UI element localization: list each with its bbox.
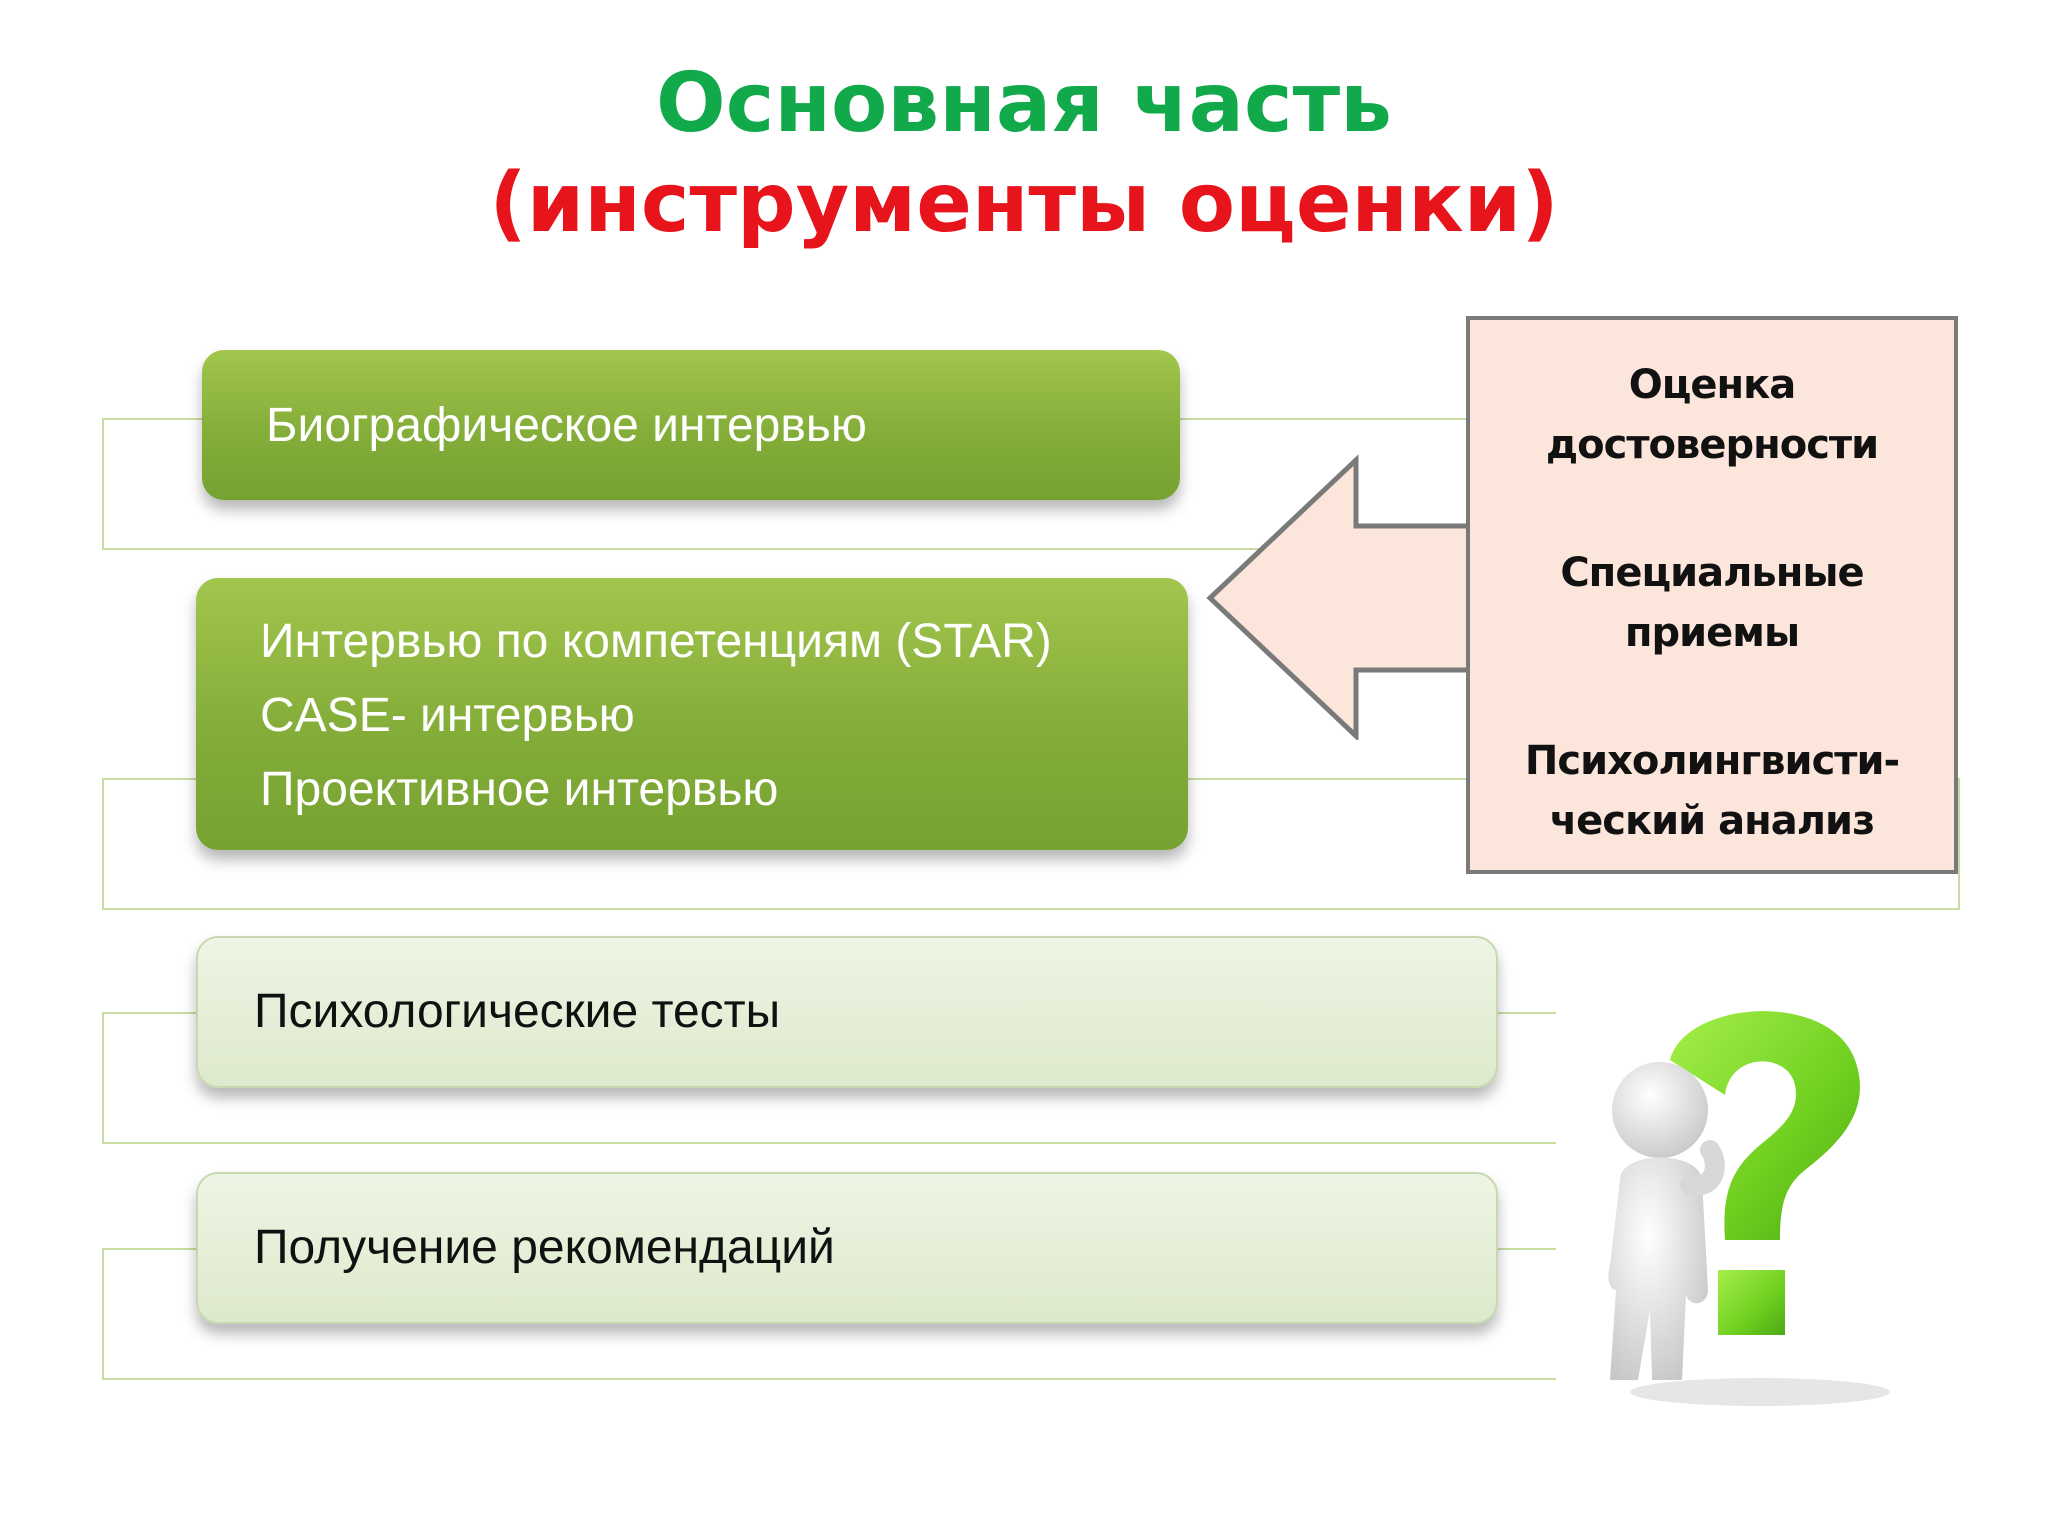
block-label: Биографическое интервью [266, 399, 867, 452]
reliability-line-6: ческий анализ [1549, 798, 1876, 844]
block-label: Получение рекомендаций [254, 1221, 835, 1274]
reliability-line-2: достоверности [1545, 422, 1879, 468]
slide-subtitle: (инструменты оценки) [489, 156, 1559, 251]
block-interview-methods: Интервью по компетенциям (STAR) CASE- ин… [196, 578, 1188, 850]
block-references: Получение рекомендаций [196, 1172, 1498, 1324]
block-biographical-interview: Биографическое интервью [202, 350, 1180, 500]
reliability-box: Оценка достоверности Специальные приемы … [1466, 316, 1958, 874]
reliability-line-4: приемы [1624, 610, 1800, 656]
block-label-projective: Проективное интервью [260, 763, 779, 816]
block-psychological-tests: Психологические тесты [196, 936, 1498, 1088]
thinking-figure-with-question-mark-icon [1608, 1011, 1890, 1406]
slide-title: Основная часть [656, 56, 1392, 151]
reliability-line-5: Психолингвисти- [1524, 738, 1900, 784]
reliability-line-1: Оценка [1628, 362, 1797, 408]
reliability-line-3: Специальные [1560, 550, 1864, 596]
block-label-case: CASE- интервью [260, 689, 635, 742]
block-label: Психологические тесты [254, 985, 781, 1038]
block-label-star: Интервью по компетенциям (STAR) [260, 615, 1052, 668]
left-arrow-icon [1206, 454, 1473, 740]
